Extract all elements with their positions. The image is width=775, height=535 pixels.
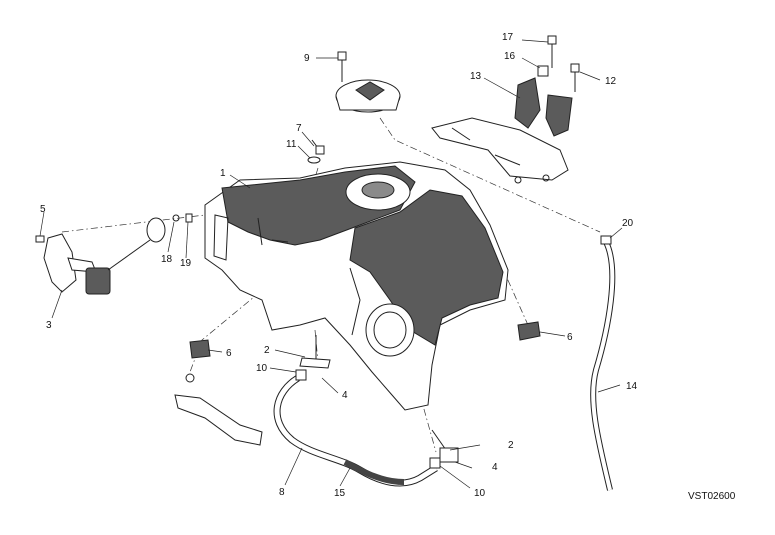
callout-16: 16 [504,51,516,62]
tank-bracket [431,35,580,184]
diagram-code: VST02600 [688,491,736,502]
leader-lines [39,39,623,489]
callout-9: 9 [304,53,310,64]
small-hardware [35,139,325,243]
callout-2-upper: 2 [264,345,270,356]
fuel-tank [204,161,509,411]
callout-12: 12 [605,76,617,87]
callout-10-upper: 10 [256,363,268,374]
callout-20: 20 [622,218,634,229]
callout-5: 5 [40,204,46,215]
callout-18: 18 [161,254,173,265]
callout-4-upper: 4 [342,390,348,401]
callout-6-left: 6 [226,348,232,359]
callout-17: 17 [502,32,514,43]
callout-11: 11 [286,139,297,150]
callout-7: 7 [296,123,302,134]
callout-2-lower: 2 [508,440,514,451]
callout-15: 15 [334,488,346,499]
filler-cap [335,51,401,113]
callout-14: 14 [626,381,638,392]
vent-hose [590,235,616,491]
callout-19: 19 [180,258,192,269]
callout-1: 1 [220,168,226,179]
callout-3: 3 [46,320,52,331]
breather-hose [273,369,441,487]
valve-fittings [299,335,459,463]
callout-labels: 1 2 2 3 4 4 5 6 6 7 8 9 10 10 11 12 13 1… [40,32,638,499]
callout-6-right: 6 [567,332,573,343]
callout-8: 8 [279,487,285,498]
callout-13: 13 [470,71,482,82]
callout-10-lower: 10 [474,488,486,499]
lower-bracket [174,373,263,446]
rubber-mounts [189,321,541,359]
fuel-level-sender [43,217,166,295]
callout-4-lower: 4 [492,462,498,473]
